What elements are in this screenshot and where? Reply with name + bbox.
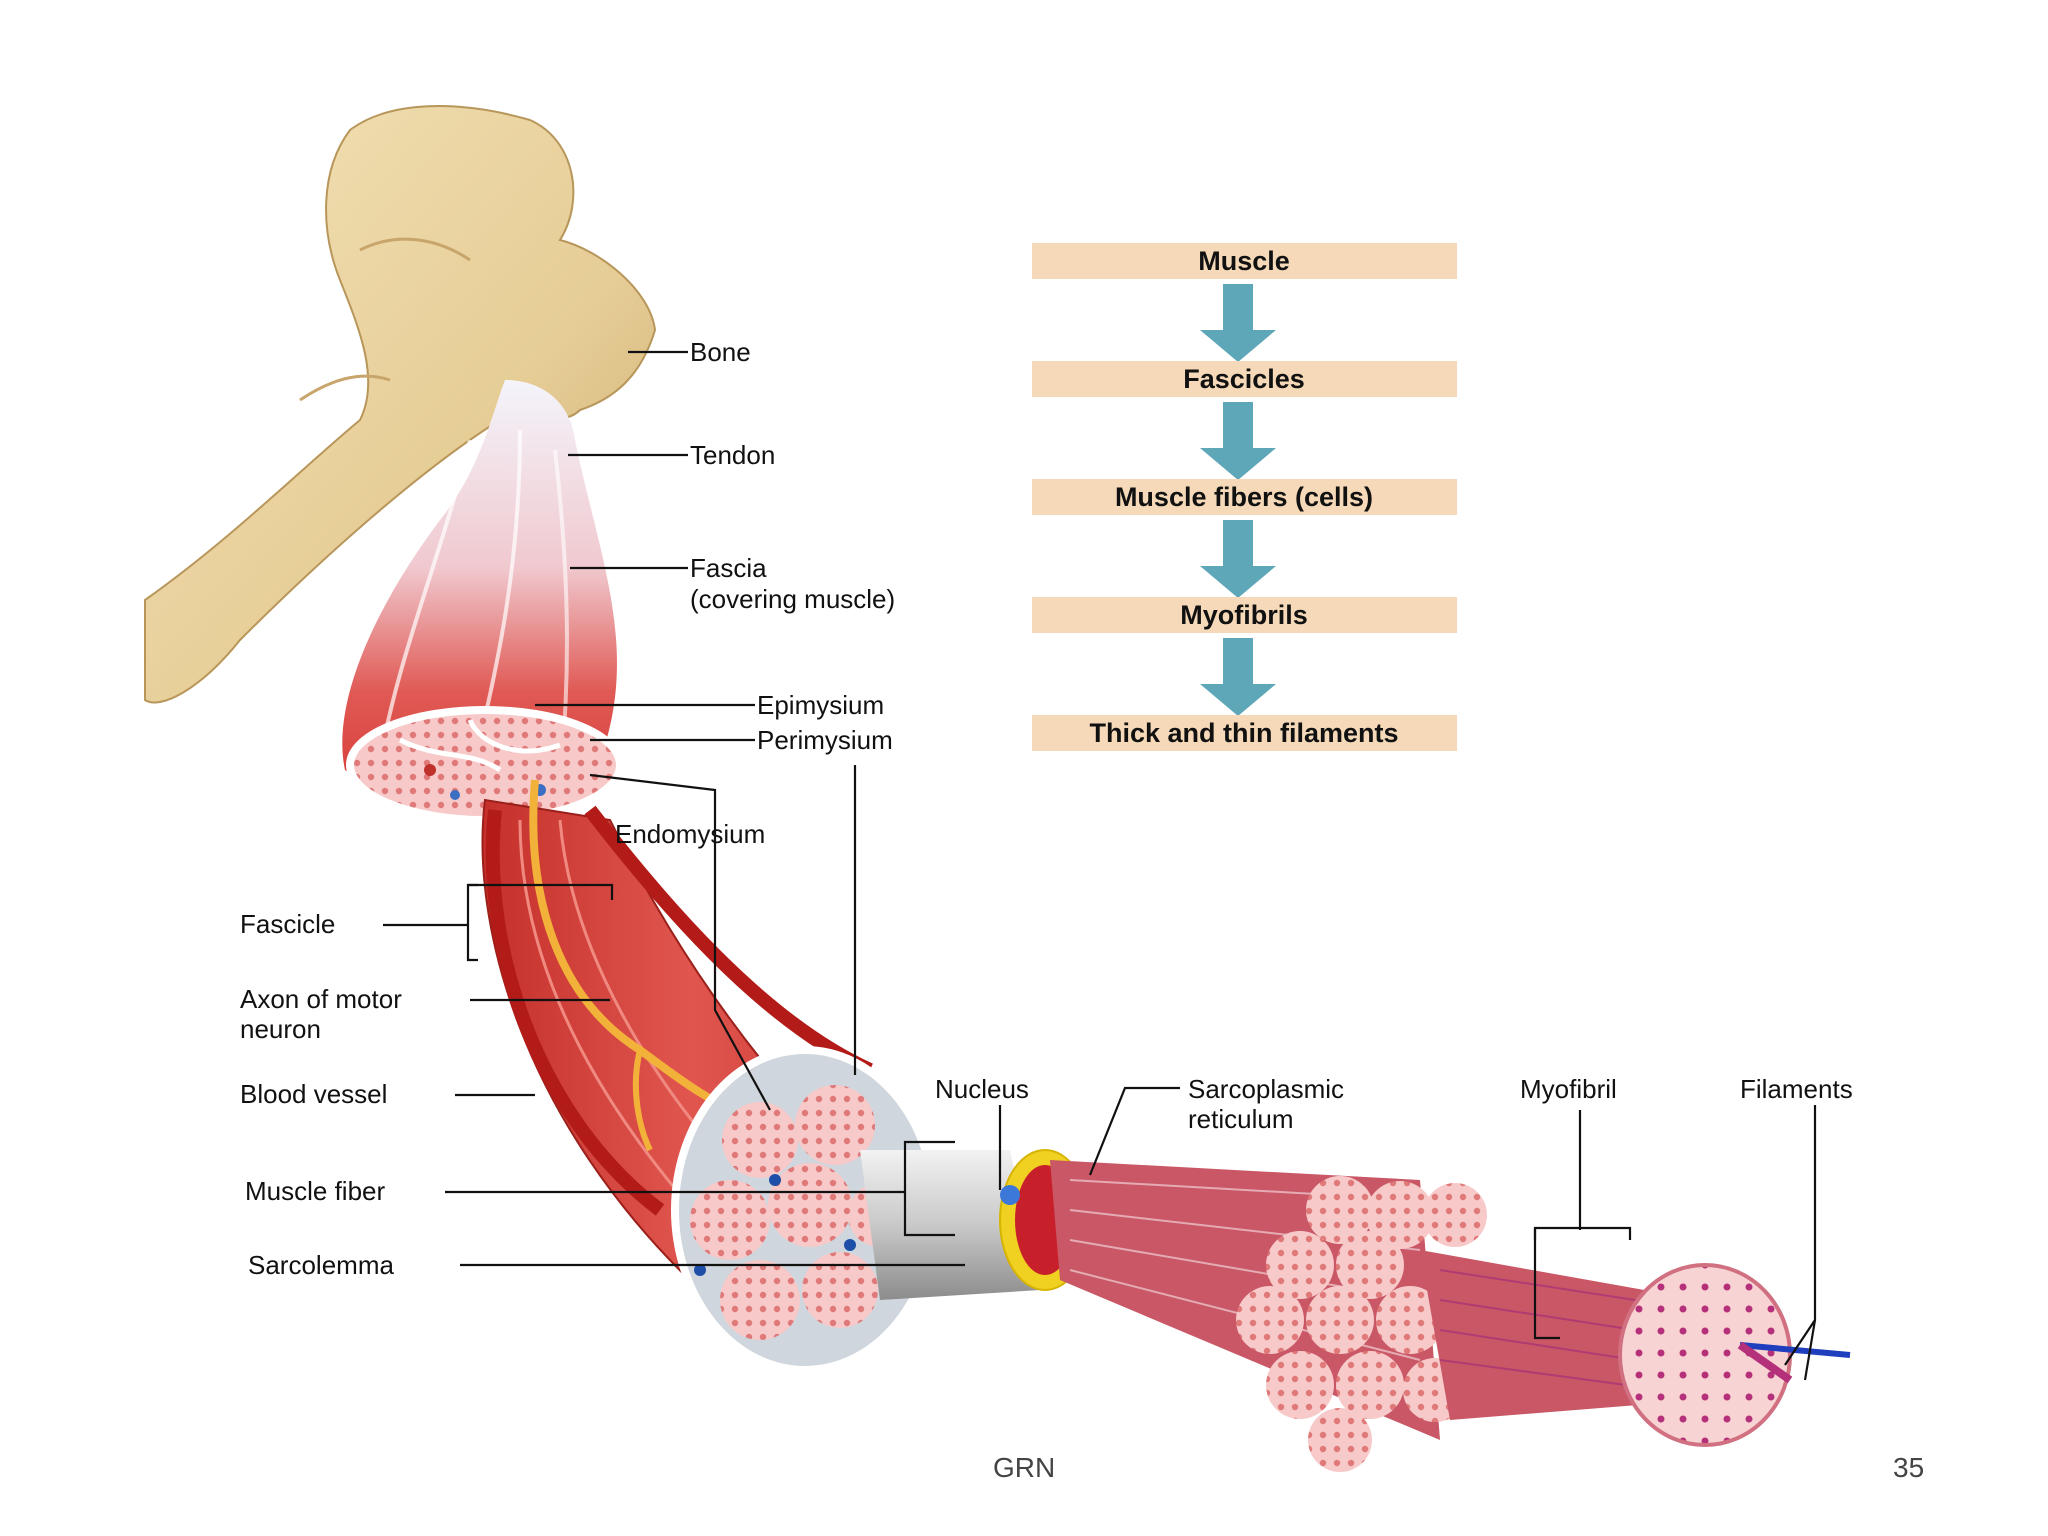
label-muscle-fiber: Muscle fiber	[245, 1176, 385, 1206]
label-perimysium: Perimysium	[757, 725, 893, 755]
label-axon-line1: Axon of motor	[240, 984, 402, 1014]
label-endomysium: Endomysium	[615, 819, 765, 849]
bone-illustration	[144, 105, 657, 704]
flow-arrows	[1200, 284, 1276, 716]
label-myofibril: Myofibril	[1520, 1074, 1617, 1104]
flow-box-filaments	[1032, 715, 1457, 751]
flow-label-muscle: Muscle	[1198, 246, 1290, 276]
flow-box-muscle	[1032, 243, 1457, 279]
label-bone: Bone	[690, 337, 751, 367]
label-filaments: Filaments	[1740, 1074, 1853, 1104]
flow-label-fascicles: Fascicles	[1183, 364, 1305, 394]
page-number: 35	[1893, 1452, 1925, 1483]
label-blood-vessel: Blood vessel	[240, 1079, 387, 1109]
label-nucleus: Nucleus	[935, 1074, 1029, 1104]
label-sr-line2: reticulum	[1188, 1104, 1293, 1134]
flow-label-muscle-fibers: Muscle fibers (cells)	[1115, 482, 1373, 512]
flow-box-fascicles	[1032, 361, 1457, 397]
leader-lines	[383, 350, 1817, 1381]
hierarchy-flowchart: Muscle Fascicles Muscle fibers (cells) M…	[1032, 243, 1457, 751]
flow-box-myofibrils	[1032, 597, 1457, 633]
label-epimysium: Epimysium	[757, 690, 884, 720]
label-fascicle: Fascicle	[240, 909, 335, 939]
label-fascia-line1: Fascia	[690, 553, 767, 583]
fascicle-bundle-illustration	[481, 779, 939, 1374]
label-axon-line2: neuron	[240, 1014, 321, 1044]
label-tendon: Tendon	[690, 440, 775, 470]
flow-label-filaments: Thick and thin filaments	[1089, 718, 1398, 748]
myofibril-bundle-illustration	[1050, 1160, 1487, 1472]
label-sarcolemma: Sarcolemma	[248, 1250, 394, 1280]
flow-box-muscle-fibers	[1032, 479, 1457, 515]
single-myofibril-illustration	[1420, 1250, 1851, 1447]
label-sr-line1: Sarcoplasmic	[1188, 1074, 1344, 1104]
footer-text: GRN	[993, 1452, 1056, 1483]
flow-label-myofibrils: Myofibrils	[1180, 600, 1308, 630]
label-fascia-line2: (covering muscle)	[690, 584, 895, 614]
